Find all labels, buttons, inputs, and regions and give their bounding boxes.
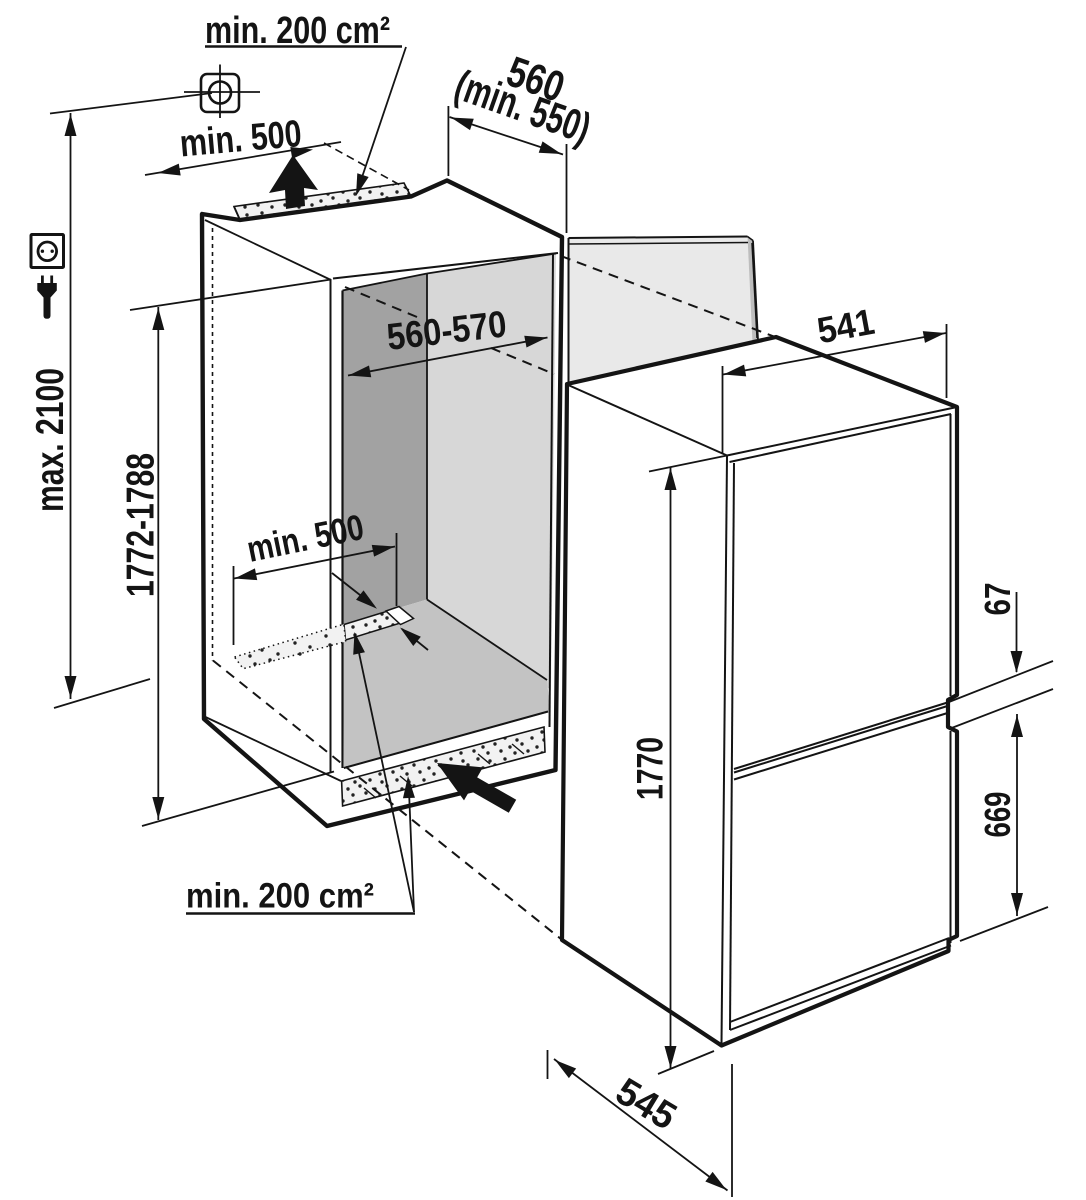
svg-text:min. 200 cm²: min. 200 cm² — [186, 877, 374, 916]
svg-text:1772-1788: 1772-1788 — [120, 453, 163, 597]
svg-text:67: 67 — [977, 583, 1018, 616]
svg-text:1770: 1770 — [629, 737, 671, 800]
svg-text:669: 669 — [977, 792, 1018, 838]
svg-text:541: 541 — [814, 301, 878, 352]
svg-text:min. 200 cm²: min. 200 cm² — [205, 10, 390, 52]
svg-text:max. 2100: max. 2100 — [29, 368, 72, 512]
